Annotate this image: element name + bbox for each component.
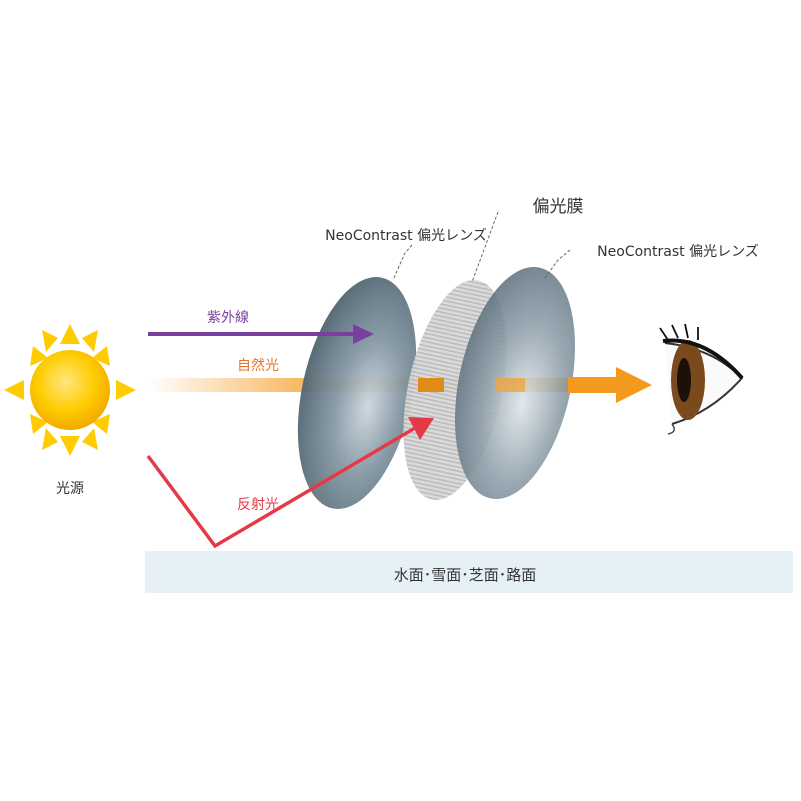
natural-light-arrowhead xyxy=(616,367,652,403)
natural-light-gap-1 xyxy=(418,378,444,392)
lens-back-label: NeoContrast 偏光レンズ xyxy=(597,244,759,260)
lens-back-leader xyxy=(544,249,571,279)
uv-arrowhead xyxy=(353,324,374,344)
eye-icon xyxy=(659,323,744,435)
reflected-light-path xyxy=(146,426,416,549)
natural-light-label: 自然光 xyxy=(237,357,279,374)
uv-label: 紫外線 xyxy=(207,310,249,326)
light-source-label: 光源 xyxy=(56,481,84,497)
surface-band xyxy=(145,551,793,593)
polarizing-film-leader xyxy=(471,211,499,283)
lens-front-label: NeoContrast 偏光レンズ xyxy=(325,228,487,244)
reflected-light-label: 反射光 xyxy=(237,497,279,513)
reflected-light-arrowhead xyxy=(408,417,434,440)
lens-front-leader xyxy=(392,244,413,281)
natural-light-gap-2 xyxy=(495,378,525,392)
natural-light-exit xyxy=(568,377,618,393)
surface-label: 水面･雪面･芝面･路面 xyxy=(394,566,537,584)
sun-icon xyxy=(4,324,136,456)
polarizing-film-label: 偏光膜 xyxy=(533,197,584,217)
